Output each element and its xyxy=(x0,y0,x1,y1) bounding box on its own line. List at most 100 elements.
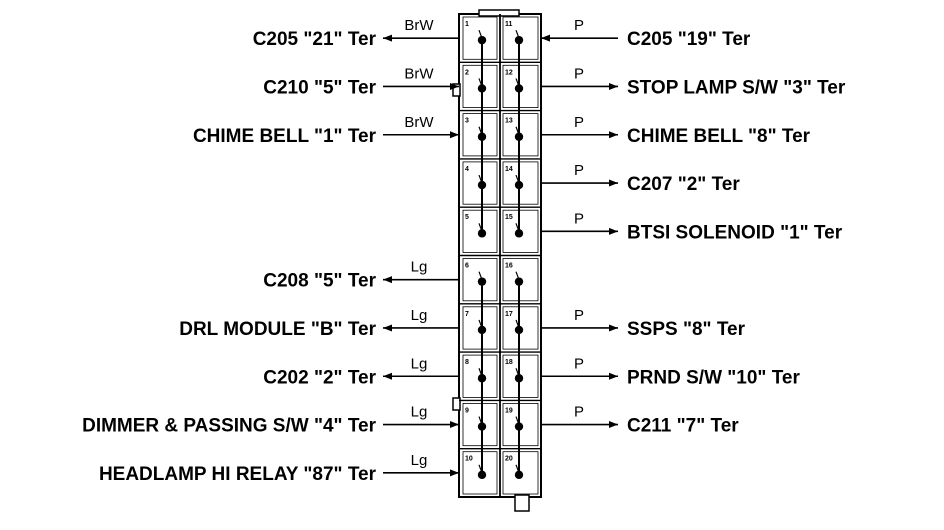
left-wire-arrowhead xyxy=(383,276,392,284)
terminal-dot xyxy=(477,277,487,286)
right-wire-arrowhead xyxy=(609,179,618,187)
terminal-lead xyxy=(478,271,483,280)
pin-number-right: 19 xyxy=(505,407,513,414)
cell-left-inset xyxy=(462,209,498,253)
cell-right-inset xyxy=(502,16,539,60)
terminal-lead xyxy=(478,464,483,474)
left-wire-color: Lg xyxy=(411,404,428,421)
cell-right-inset xyxy=(502,161,539,205)
terminal-dot xyxy=(514,84,524,93)
terminal-lead xyxy=(515,78,520,87)
right-connection-label: PRND S/W "10" Ter xyxy=(627,367,800,388)
right-connection-label: C207 "2" Ter xyxy=(627,174,740,195)
left-wire-arrowhead xyxy=(450,131,459,139)
left-connection: CHIME BELL "1" Ter BrW xyxy=(193,114,459,147)
pin-number-left: 10 xyxy=(465,456,473,463)
terminal-dot xyxy=(477,470,487,480)
terminal-dot xyxy=(514,374,524,383)
block-latch-top xyxy=(452,83,461,97)
pin-number-left: 9 xyxy=(465,407,469,414)
terminal-dot xyxy=(514,132,524,141)
terminal-lead xyxy=(515,271,520,280)
left-connection-label: CHIME BELL "1" Ter xyxy=(193,126,377,147)
pin-number-right: 15 xyxy=(505,214,513,221)
cell-right-inset xyxy=(502,113,539,157)
left-wire-arrowhead xyxy=(450,82,459,90)
left-wire-arrowhead xyxy=(383,372,392,380)
right-wire-arrowhead xyxy=(609,131,618,139)
cell-left-inset xyxy=(462,64,498,109)
pin-number-left: 5 xyxy=(465,214,469,221)
left-wire-arrowhead xyxy=(450,469,459,477)
cell-right-inset xyxy=(502,306,539,350)
cell-left-inset xyxy=(462,306,498,350)
cell-left-inset xyxy=(462,354,498,398)
terminal-lead xyxy=(515,319,520,329)
left-wire-color: BrW xyxy=(404,114,434,131)
left-wire-color: Lg xyxy=(411,307,428,324)
terminal-lead xyxy=(515,416,520,425)
right-wire-color: P xyxy=(574,114,584,131)
pin-number-right: 11 xyxy=(505,21,513,28)
left-connection-label: C208 "5" Ter xyxy=(263,271,376,292)
left-connection-label: C210 "5" Ter xyxy=(263,77,376,98)
left-connection-label: HEADLAMP HI RELAY "87" Ter xyxy=(99,464,377,485)
pin-number-left: 2 xyxy=(465,69,469,76)
terminal-dot xyxy=(514,422,524,431)
terminal-lead xyxy=(515,368,520,377)
terminal-lead xyxy=(515,464,520,474)
right-connection-label: STOP LAMP S/W "3" Ter xyxy=(627,77,846,98)
cell-right-inset xyxy=(502,209,539,253)
right-connection: STOP LAMP S/W "3" Ter P xyxy=(541,65,846,98)
cell-left-inset xyxy=(462,402,498,447)
left-wire-arrowhead xyxy=(383,34,392,42)
terminal-dot xyxy=(514,229,524,238)
pin-number-right: 14 xyxy=(505,166,513,173)
left-connection-label: DIMMER & PASSING S/W "4" Ter xyxy=(82,416,377,437)
left-connection-label: C202 "2" Ter xyxy=(263,367,376,388)
cell-right-inset xyxy=(502,258,539,302)
pin-number-left: 1 xyxy=(465,21,469,28)
terminal-lead xyxy=(515,29,520,39)
pin-number-right: 18 xyxy=(505,359,513,366)
terminal-dot xyxy=(477,84,487,93)
cell-right-inset xyxy=(502,451,539,495)
left-wire-color: BrW xyxy=(404,17,434,34)
pin-number-right: 20 xyxy=(505,456,513,463)
block-top-tab xyxy=(478,9,520,17)
pin-number-right: 16 xyxy=(505,263,513,270)
terminal-dot xyxy=(514,277,524,286)
pin-number-right: 12 xyxy=(505,69,513,76)
pin-number-left: 3 xyxy=(465,118,469,125)
cell-right-inset xyxy=(502,402,539,447)
cell-right-inset xyxy=(502,354,539,398)
terminal-dot xyxy=(477,374,487,383)
terminal-dot xyxy=(477,180,487,190)
terminal-dot xyxy=(514,180,524,190)
right-wire-color: P xyxy=(574,65,584,82)
right-wire-color: P xyxy=(574,162,584,179)
terminal-lead xyxy=(515,126,520,135)
terminal-lead xyxy=(478,319,483,329)
right-wire-arrowhead xyxy=(609,421,618,429)
left-wire-arrowhead xyxy=(383,324,392,332)
cell-right-inset xyxy=(502,64,539,109)
left-wire-color: Lg xyxy=(411,259,428,276)
terminal-lead xyxy=(478,29,483,39)
right-wire-color: P xyxy=(574,307,584,324)
pin-number-left: 6 xyxy=(465,263,469,270)
terminal-dot xyxy=(514,35,524,45)
terminal-lead xyxy=(515,223,520,232)
right-connection-label: BTSI SOLENOID "1" Ter xyxy=(627,222,843,243)
right-connection-label: C205 "19" Ter xyxy=(627,29,751,50)
terminal-dot xyxy=(477,229,487,238)
